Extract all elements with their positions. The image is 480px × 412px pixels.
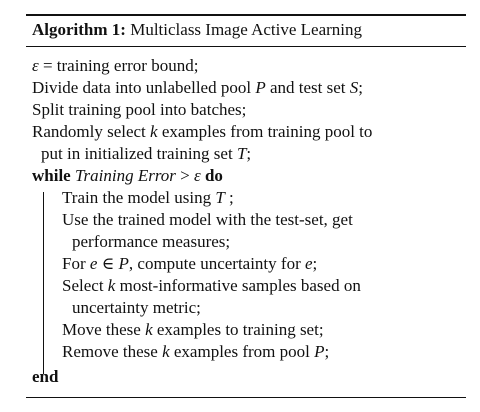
line-text: Randomly select	[32, 122, 151, 141]
math-var: P	[118, 254, 129, 273]
math-var: e	[304, 254, 313, 273]
line-text: Move these	[62, 320, 146, 339]
line-split-pool: Split training pool into batches;	[32, 99, 246, 121]
math-var: S	[349, 78, 359, 97]
line-text: ;	[312, 254, 318, 273]
math-var: k	[107, 276, 116, 295]
bottom-rule	[26, 397, 466, 398]
caption-rule	[26, 46, 466, 47]
line-end: end	[32, 366, 58, 388]
math-var: k	[162, 342, 170, 361]
math-var: T	[215, 188, 225, 207]
epsilon-symbol: ε	[32, 56, 39, 75]
line-text: Train the model using	[62, 188, 216, 207]
line-use-model: Use the trained model with the test-set,…	[62, 209, 353, 231]
keyword-end: end	[32, 367, 59, 386]
line-text: examples from pool	[169, 342, 315, 361]
line-text: Use the trained model with the test-set,…	[62, 210, 353, 229]
line-text: = training error bound;	[38, 56, 199, 75]
line-train-model: Train the model using T ;	[62, 187, 234, 209]
keyword-do: do	[204, 166, 223, 185]
caption-label: Algorithm 1:	[32, 20, 126, 39]
line-text: ;	[358, 78, 363, 97]
line-text: most-informative samples based on	[115, 276, 361, 295]
line-remove-examples: Remove these k examples from pool P;	[62, 341, 329, 363]
line-divide-data: Divide data into unlabelled pool P and t…	[32, 77, 363, 99]
line-text: performance measures;	[72, 232, 231, 251]
line-text: ;	[324, 342, 330, 361]
line-text: ;	[246, 144, 252, 163]
line-text: Divide data into unlabelled pool	[32, 78, 256, 97]
line-text: and test set	[265, 78, 350, 97]
line-while: while Training Error > ε do	[32, 165, 223, 187]
epsilon-symbol: ε	[194, 166, 201, 185]
while-condition: Training Error	[74, 166, 176, 185]
line-use-model-cont: performance measures;	[72, 231, 230, 253]
line-text: Split training pool into batches;	[32, 100, 247, 119]
math-var: k	[145, 320, 153, 339]
line-compute-uncertainty: For e ∈ P, compute uncertainty for e;	[62, 253, 317, 275]
line-move-examples: Move these k examples to training set;	[62, 319, 324, 341]
caption-title: Multiclass Image Active Learning	[130, 20, 363, 39]
line-select-samples: Select k most-informative samples based …	[62, 275, 361, 297]
keyword-while: while	[32, 166, 71, 185]
line-text: Remove these	[62, 342, 163, 361]
line-text: ;	[224, 188, 234, 207]
top-rule	[26, 14, 466, 16]
algorithm-caption: Algorithm 1: Multiclass Image Active Lea…	[32, 19, 362, 41]
loop-scope-bar	[43, 192, 44, 374]
math-var: P	[314, 342, 325, 361]
line-text: examples from training pool to	[157, 122, 373, 141]
line-random-select-cont: put in initialized training set T;	[41, 143, 251, 165]
line-text: , compute uncertainty for	[128, 254, 305, 273]
line-text: Select	[62, 276, 108, 295]
line-text: put in initialized training set	[41, 144, 237, 163]
math-var: k	[150, 122, 158, 141]
line-text: For	[62, 254, 90, 273]
math-var: P	[255, 78, 266, 97]
math-op: >	[175, 166, 195, 185]
math-var: T	[236, 144, 247, 163]
line-random-select: Randomly select k examples from training…	[32, 121, 372, 143]
line-text: uncertainty metric;	[72, 298, 201, 317]
line-text: examples to training set;	[152, 320, 324, 339]
line-select-samples-cont: uncertainty metric;	[72, 297, 201, 319]
math-var: e	[89, 254, 98, 273]
math-op: ∈	[97, 254, 119, 273]
line-error-bound: ε = training error bound;	[32, 55, 198, 77]
